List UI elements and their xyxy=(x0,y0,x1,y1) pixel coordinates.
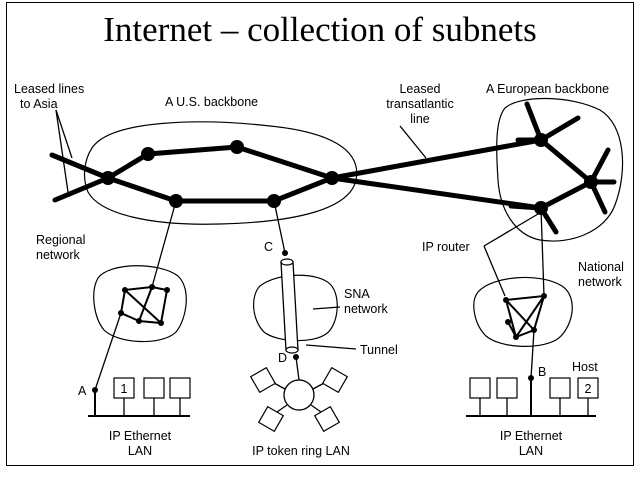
tunnel-downlink xyxy=(295,356,300,381)
label-leased-transatlantic-2: transatlantic xyxy=(386,97,453,111)
label-leased-transatlantic-3: line xyxy=(410,112,430,126)
label-regional-network-2: network xyxy=(36,248,81,262)
label-leased-transatlantic-1: Leased xyxy=(399,82,440,96)
label-point-d: D xyxy=(278,351,287,365)
regional-link xyxy=(138,286,153,322)
host-box xyxy=(169,377,191,399)
router-node xyxy=(513,334,519,340)
router-node xyxy=(505,319,511,325)
backbone-node xyxy=(101,171,115,185)
asia-pointer xyxy=(55,109,69,193)
point-c-node xyxy=(282,250,288,256)
national-uplink xyxy=(540,207,545,297)
european-backbone-cloud xyxy=(496,97,624,242)
router-node xyxy=(164,287,170,293)
label-ip-router: IP router xyxy=(422,240,470,254)
label-host: Host xyxy=(572,360,598,374)
ip-router-pointer xyxy=(483,213,539,247)
router-node xyxy=(503,297,509,303)
label-ip-ethernet-lan-left-2: LAN xyxy=(128,444,152,458)
ring-host-box xyxy=(313,405,341,433)
label-ip-ethernet-lan-left-1: IP Ethernet xyxy=(109,429,172,443)
host-box xyxy=(496,377,518,399)
label-national-network-2: network xyxy=(578,275,623,289)
slide-frame xyxy=(6,2,634,466)
regional-link xyxy=(124,289,162,324)
router-node xyxy=(122,287,128,293)
eu-spoke-2 xyxy=(538,115,581,143)
european-backbone-links xyxy=(538,137,596,211)
sna-pointer xyxy=(312,306,341,310)
label-regional-network-1: Regional xyxy=(36,233,85,247)
host-box xyxy=(549,377,571,399)
ring-host-box xyxy=(257,405,285,433)
tunnel-bottom xyxy=(285,346,299,354)
label-point-b: B xyxy=(538,365,546,379)
us-backbone-cloud xyxy=(83,121,358,225)
ring-spoke xyxy=(310,404,322,413)
router-node xyxy=(136,318,142,324)
backbone-node xyxy=(325,171,339,185)
tunnel-uplink xyxy=(273,200,286,254)
token-ring xyxy=(283,379,315,411)
backbone-node xyxy=(230,140,244,154)
regional-network-cloud xyxy=(93,265,187,343)
label-ip-ethernet-lan-right-1: IP Ethernet xyxy=(500,429,563,443)
host-box xyxy=(143,377,165,399)
backbone-node xyxy=(534,133,548,147)
label-host-1: 1 xyxy=(121,382,128,396)
national-network-cloud xyxy=(473,276,573,347)
label-sna-network-1: SNA xyxy=(344,287,370,301)
label-host-2: 2 xyxy=(585,382,592,396)
label-ip-token-ring-lan: IP token ring LAN xyxy=(252,444,350,458)
tunnel-pointer xyxy=(305,344,357,350)
leased-line-asia-1 xyxy=(49,152,111,181)
point-a-node xyxy=(92,387,98,393)
label-point-a: A xyxy=(78,384,87,398)
ip-router-pointer xyxy=(483,245,506,297)
ring-spoke xyxy=(276,404,288,413)
label-ip-ethernet-lan-right-2: LAN xyxy=(519,444,543,458)
label-us-backbone: A U.S. backbone xyxy=(165,95,258,109)
router-node xyxy=(158,320,164,326)
asia-pointer xyxy=(55,109,73,159)
label-leased-lines-asia-2: to Asia xyxy=(20,97,58,111)
label-european-backbone: A European backbone xyxy=(486,82,609,96)
leased-line-asia-2 xyxy=(52,175,111,203)
host-box xyxy=(469,377,491,399)
regional-downlink xyxy=(94,312,122,391)
tunnel-top xyxy=(280,258,294,266)
label-tunnel: Tunnel xyxy=(360,343,398,357)
backbone-node xyxy=(141,147,155,161)
ring-host-box xyxy=(249,366,277,394)
sna-network-cloud xyxy=(253,274,338,342)
national-link xyxy=(515,295,545,338)
transatlantic-line-1 xyxy=(329,137,544,181)
national-downlink xyxy=(530,329,535,379)
ring-host-box xyxy=(321,366,349,394)
transatlantic-line-2 xyxy=(329,175,544,211)
national-link xyxy=(505,299,535,331)
label-sna-network-2: network xyxy=(344,302,389,316)
point-b-node xyxy=(528,375,534,381)
regional-uplink xyxy=(151,200,177,288)
label-point-c: C xyxy=(264,240,273,254)
transatlantic-pointer xyxy=(399,125,427,159)
backbone-node xyxy=(584,175,598,189)
slide-title: Internet – collection of subnets xyxy=(103,10,537,49)
label-national-network-1: National xyxy=(578,260,624,274)
label-leased-lines-asia-1: Leased lines xyxy=(14,82,84,96)
